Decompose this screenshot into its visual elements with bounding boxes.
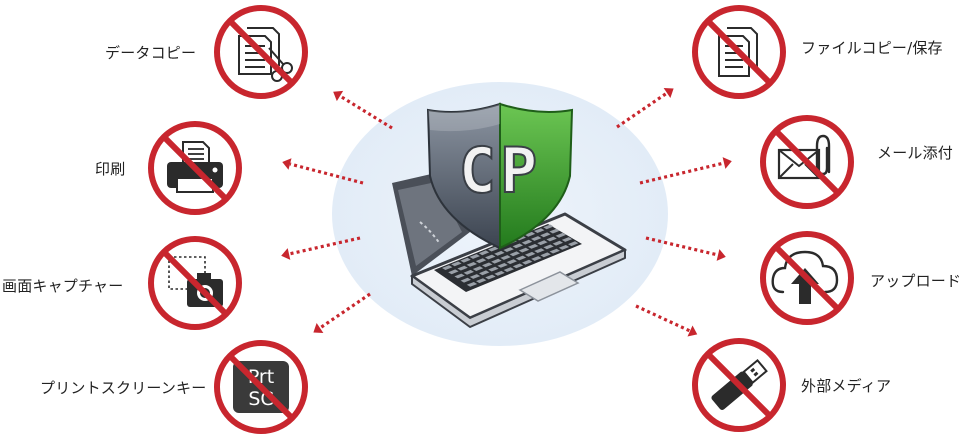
prohibited-action-sign [760,231,854,325]
prohibited-action-sign [214,5,308,99]
cloud-upload-icon [771,250,839,304]
dotted-arrow [639,157,732,185]
action-label: 印刷 [95,160,126,178]
prohibited-circle-icon [760,231,854,325]
usb-drive-icon [711,358,768,410]
dotted-arrow [616,88,674,129]
prohibited-action-sign [148,121,242,215]
prohibited-action-sign [148,236,242,330]
prohibited-circle-icon [692,338,786,432]
shield-logo-text: CP [459,134,542,207]
prohibited-action-sign [760,115,854,209]
action-label: アップロード [870,272,960,290]
dotted-arrow [313,292,371,333]
dotted-arrow [645,236,726,261]
prohibited-circle-icon [148,121,242,215]
dotted-arrow [281,236,361,260]
prohibited-circle-icon [148,236,242,330]
dotted-arrow [635,304,698,337]
keyboard-keys [442,224,579,287]
action-label: データコピー [105,44,197,62]
prohibited-action-sign [692,5,786,99]
action-label: メール添付 [877,144,954,162]
arrows [281,88,732,337]
prohibited-circle-icon [214,340,308,434]
dotted-arrow [282,158,364,185]
action-label: ファイルコピー/保存 [801,39,943,57]
prohibited-circle-icon [214,5,308,99]
prohibited-circle-icon [760,115,854,209]
action-label: プリントスクリーンキー [40,379,207,397]
shield-right-half [499,102,574,250]
shield-left-half [426,102,501,250]
prohibited-circle-icon [692,5,786,99]
prohibited-action-sign [692,338,786,432]
action-label: 画面キャプチャー [2,277,124,295]
laptop-with-shield-icon: CP [392,102,627,328]
action-label: 外部メディア [801,377,892,395]
dotted-arrow [333,90,393,130]
